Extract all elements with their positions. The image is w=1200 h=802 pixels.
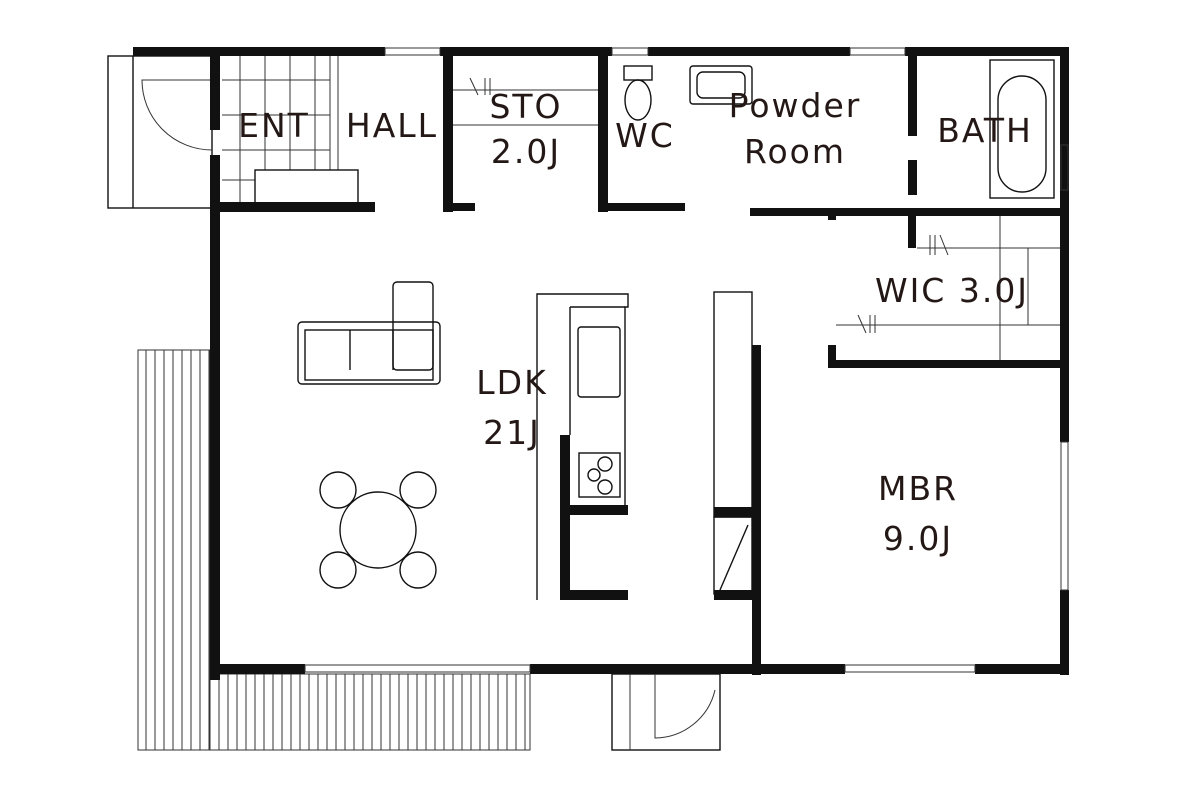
room-size-mbr: 9.0J: [883, 519, 953, 558]
kitchen-sink-icon: [577, 326, 621, 398]
sofa-icon: [297, 281, 441, 385]
deck-left: [137, 349, 211, 751]
kitchen-back-cabinet: [713, 291, 753, 595]
room-label-hall: HALL: [346, 106, 438, 145]
entry-porch: [107, 55, 213, 209]
room-label-ldk: LDK: [476, 363, 547, 402]
windows: [304, 47, 1069, 673]
entry-door-swing: [141, 79, 213, 151]
bathtub-icon: [989, 59, 1055, 199]
rear-porch: [611, 673, 721, 751]
toilet-icon: [623, 65, 653, 121]
room-label-ent: ENT: [238, 106, 310, 145]
sink-icon: [689, 65, 753, 105]
room-label-powder-room: Room: [744, 132, 846, 171]
room-label-powder: Powder: [729, 86, 862, 125]
rear-door-swing: [654, 674, 716, 739]
dining-table-icon: [319, 471, 437, 589]
wic-shelves: [836, 216, 1060, 360]
room-label-wc: WC: [615, 116, 675, 155]
cooktop-icon: [578, 452, 621, 498]
storage-shelves: [453, 77, 598, 126]
room-size-sto: 2.0J: [491, 132, 561, 171]
room-size-ldk: 21J: [483, 413, 541, 452]
deck-bottom: [209, 673, 531, 751]
room-label-mbr: MBR: [878, 469, 958, 508]
room-label-wic: WIC 3.0J: [875, 271, 1029, 310]
walls: [133, 47, 1069, 680]
shoe-step: [254, 169, 359, 204]
room-label-sto: STO: [489, 87, 562, 126]
entrance-tiles: [222, 56, 359, 204]
room-label-bath: BATH: [937, 111, 1033, 150]
kitchen-counter: [536, 293, 629, 600]
